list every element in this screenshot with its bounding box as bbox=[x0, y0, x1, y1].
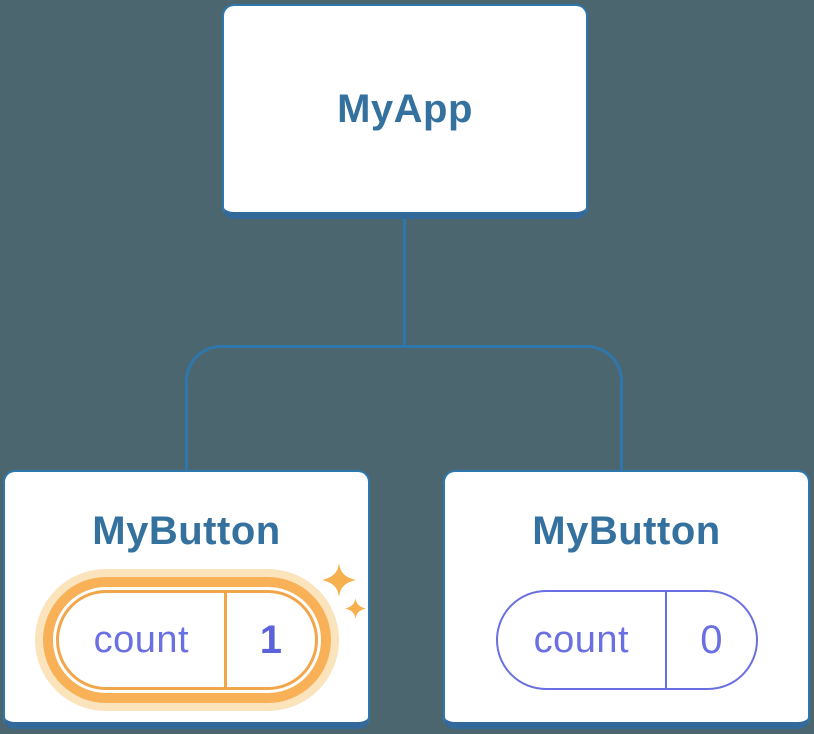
state-value-cell: 1 bbox=[224, 593, 314, 687]
state-pill-wrap: count 1 bbox=[42, 577, 331, 703]
connector-stem bbox=[403, 219, 406, 348]
state-pill-wrap: count 0 bbox=[495, 590, 758, 690]
component-label: MyButton bbox=[532, 509, 721, 553]
state-key: count bbox=[533, 618, 630, 661]
root-component-node: MyApp bbox=[222, 4, 588, 219]
state-value: 1 bbox=[259, 617, 282, 662]
sparkle-icon bbox=[345, 598, 366, 619]
component-node-left: MyButton count 1 bbox=[3, 470, 370, 729]
state-pill: count 0 bbox=[495, 590, 758, 690]
component-label: MyButton bbox=[92, 509, 281, 553]
component-node-right: MyButton count 0 bbox=[443, 470, 810, 729]
state-value-cell: 0 bbox=[665, 592, 755, 688]
state-key: count bbox=[93, 618, 190, 661]
state-pill: count 1 bbox=[55, 590, 318, 690]
state-key-cell: count bbox=[59, 593, 225, 687]
root-component-label: MyApp bbox=[337, 87, 473, 131]
state-value: 0 bbox=[700, 617, 723, 662]
state-change-highlight-ring bbox=[42, 577, 331, 703]
state-key-cell: count bbox=[498, 592, 666, 688]
connector-bracket bbox=[185, 345, 623, 470]
sparkle-icon bbox=[322, 563, 356, 597]
